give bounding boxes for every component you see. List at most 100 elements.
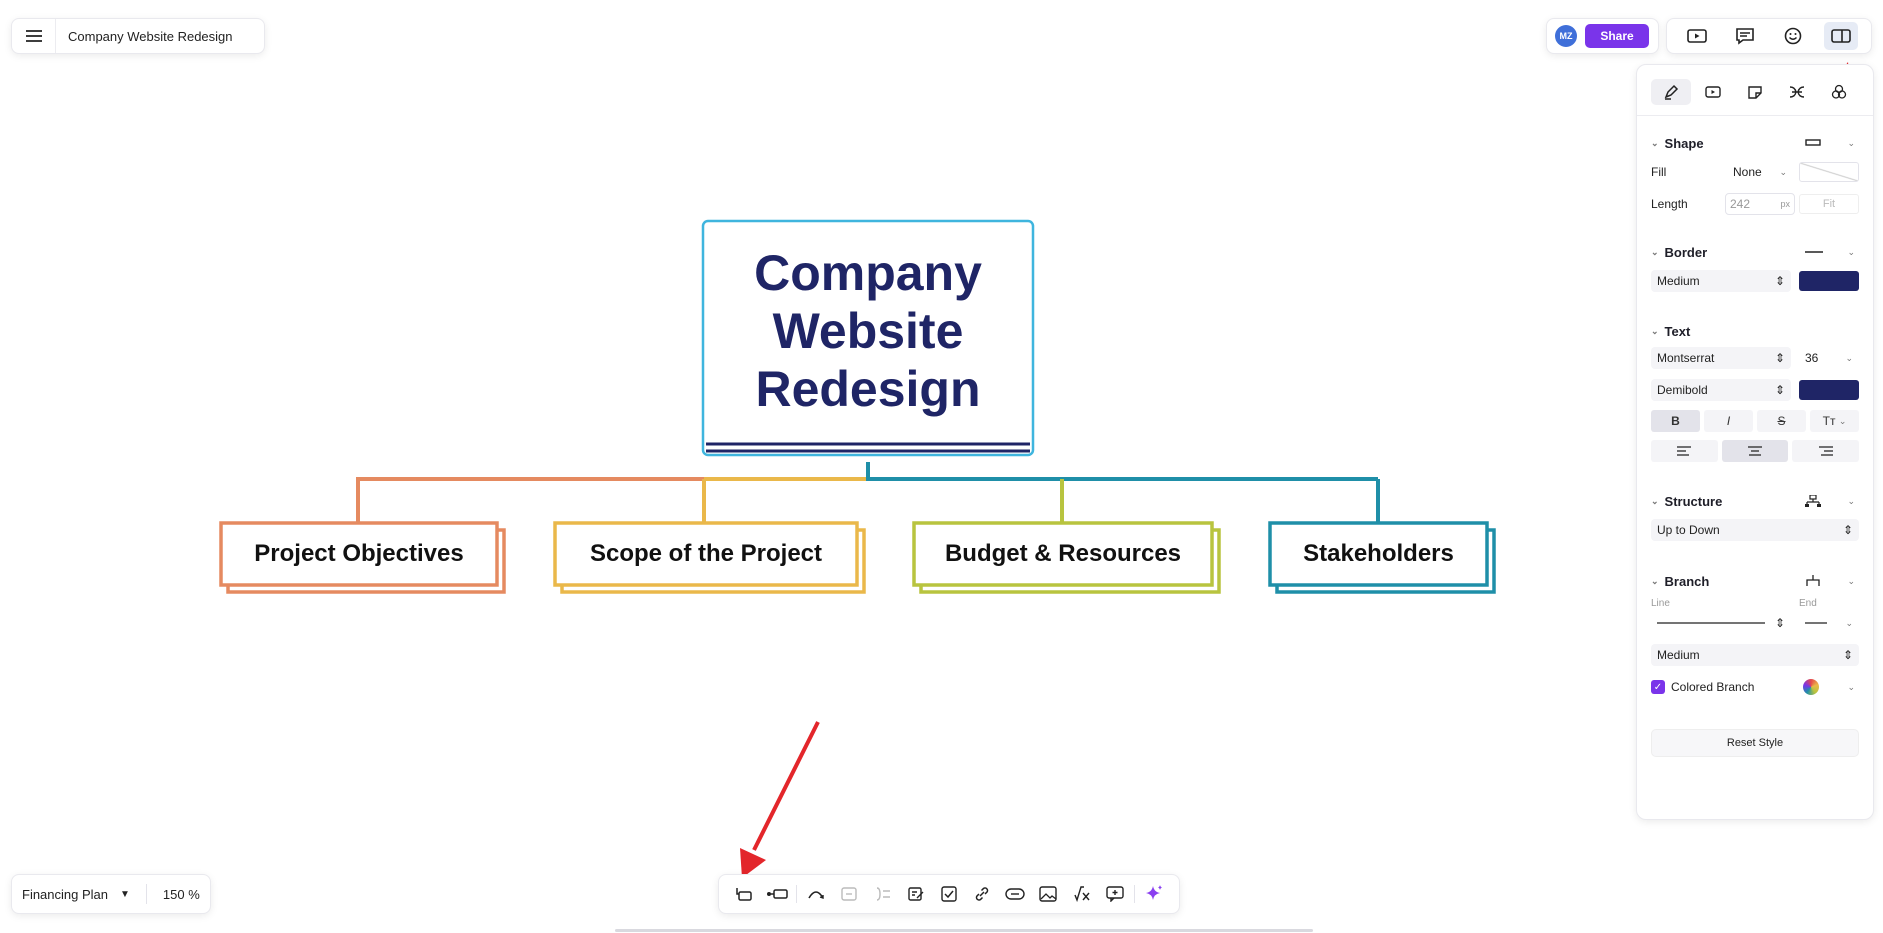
branch-icon: [1806, 575, 1820, 586]
branch-header[interactable]: ⌄Branch: [1651, 574, 1709, 589]
align-bar: [1651, 440, 1860, 462]
equation-icon: [1074, 886, 1090, 902]
task-button[interactable]: [935, 880, 963, 908]
branch-section: ⌄Branch ⌄ Line End ⇕ ⌄ Medium⇕ ✓ Colored…: [1651, 570, 1859, 699]
branch-color-select[interactable]: ⌄: [1799, 676, 1859, 698]
panel-divider: [1637, 115, 1873, 116]
bold-button[interactable]: B: [1651, 410, 1700, 432]
border-weight-select[interactable]: Medium⇕: [1651, 270, 1791, 292]
horizontal-scrollbar[interactable]: [615, 929, 1313, 932]
presentation-button[interactable]: [1680, 22, 1714, 50]
menu-button[interactable]: [12, 19, 56, 53]
structure-direction-select[interactable]: Up to Down⇕: [1651, 519, 1859, 541]
length-input[interactable]: 242 px: [1725, 193, 1795, 215]
structure-icon: [1805, 495, 1821, 507]
font-family-select[interactable]: Montserrat⇕: [1651, 347, 1791, 369]
hyperlink-icon: [975, 887, 989, 901]
strikethrough-button[interactable]: S: [1757, 410, 1806, 432]
italic-button[interactable]: I: [1704, 410, 1753, 432]
central-topic[interactable]: Company Website Redesign: [706, 238, 1030, 424]
font-size-value: 36: [1805, 351, 1819, 365]
presentation-icon: [1687, 29, 1707, 43]
line-end-icon: [1805, 622, 1827, 624]
tab-style[interactable]: [1651, 79, 1691, 105]
align-right-button[interactable]: [1792, 440, 1860, 462]
document-title[interactable]: Company Website Redesign: [68, 28, 233, 44]
chevron-down-icon: ⌄: [1847, 246, 1855, 257]
callout-button[interactable]: [1101, 880, 1129, 908]
hyperlink-button[interactable]: [968, 880, 996, 908]
length-value: 242: [1730, 197, 1751, 211]
border-header[interactable]: ⌄Border: [1651, 245, 1707, 260]
note-button[interactable]: [902, 880, 930, 908]
sheet-name[interactable]: Financing Plan: [22, 886, 108, 902]
branch-end-label: End: [1799, 598, 1817, 609]
subtopic-project-objectives[interactable]: Project Objectives: [223, 525, 495, 583]
reset-style-button[interactable]: Reset Style: [1651, 729, 1859, 757]
fill-select[interactable]: None⌄: [1727, 161, 1793, 183]
ai-button[interactable]: [1140, 880, 1168, 908]
tab-presentation[interactable]: [1693, 79, 1733, 105]
summary-icon: [841, 887, 858, 901]
emoji-button[interactable]: [1776, 22, 1810, 50]
fit-button[interactable]: Fit: [1799, 194, 1859, 214]
subtopic-stakeholders[interactable]: Stakeholders: [1272, 525, 1485, 583]
divider: [1134, 885, 1136, 903]
branch-lines: [356, 462, 1380, 522]
add-subtopic-icon: [735, 888, 752, 901]
branch-line-select[interactable]: ⇕: [1651, 612, 1791, 634]
font-weight-select[interactable]: Demibold⇕: [1651, 379, 1791, 401]
chevron-down-icon: ⌄: [1651, 246, 1659, 257]
sticker-icon: [1748, 86, 1762, 99]
font-family-value: Montserrat: [1657, 351, 1715, 365]
tab-theme[interactable]: [1819, 79, 1859, 105]
tab-sticker[interactable]: [1735, 79, 1775, 105]
branch-weight-select[interactable]: Medium⇕: [1651, 644, 1859, 666]
font-size-select[interactable]: 36⌄: [1799, 347, 1859, 369]
subtopic-scope[interactable]: Scope of the Project: [557, 525, 855, 583]
length-unit: px: [1780, 199, 1790, 209]
branch-end-select[interactable]: ⌄: [1799, 612, 1859, 634]
text-format-bar: B I S Tт ⌄: [1651, 410, 1859, 432]
text-title: Text: [1664, 323, 1691, 339]
image-button[interactable]: [1034, 880, 1062, 908]
boundary-icon: [876, 887, 890, 901]
colored-branch-checkbox[interactable]: ✓: [1651, 680, 1665, 694]
text-case-label: Tт: [1822, 414, 1836, 428]
branch-style-select[interactable]: ⌄: [1801, 570, 1859, 592]
text-case-button[interactable]: Tт ⌄: [1810, 410, 1859, 432]
comment-button[interactable]: [1728, 22, 1762, 50]
text-color-swatch[interactable]: [1799, 380, 1859, 400]
shape-type-select[interactable]: ⌄: [1801, 132, 1859, 154]
line-style-icon: [1805, 251, 1823, 253]
panel-toggle-button[interactable]: [1824, 22, 1858, 50]
subtopic-budget[interactable]: Budget & Resources: [916, 525, 1210, 583]
relationship-button[interactable]: [802, 880, 830, 908]
align-center-button[interactable]: [1721, 440, 1789, 462]
fill-label: Fill: [1651, 165, 1667, 179]
avatar[interactable]: MZ: [1555, 25, 1577, 47]
text-header[interactable]: ⌄Text: [1651, 324, 1690, 339]
border-style-select[interactable]: ⌄: [1801, 241, 1859, 263]
align-center-icon: [1748, 446, 1762, 456]
boundary-button[interactable]: [869, 880, 897, 908]
branch-weight-value: Medium: [1657, 648, 1700, 662]
structure-header[interactable]: ⌄Structure: [1651, 494, 1722, 509]
zoom-level[interactable]: 150 %: [162, 886, 200, 902]
ai-sparkle-icon: [1146, 885, 1163, 900]
font-weight-value: Demibold: [1657, 383, 1708, 397]
fill-color-swatch[interactable]: [1799, 162, 1859, 182]
share-button[interactable]: Share: [1585, 24, 1649, 48]
caret-down-icon[interactable]: ▼: [120, 888, 130, 900]
structure-type-select[interactable]: ⌄: [1801, 490, 1859, 512]
label-button[interactable]: [1001, 880, 1029, 908]
summary-button[interactable]: [835, 880, 863, 908]
tab-outline[interactable]: [1777, 79, 1817, 105]
equation-button[interactable]: [1068, 880, 1096, 908]
align-left-button[interactable]: [1651, 440, 1718, 462]
add-topic-button[interactable]: [763, 880, 791, 908]
border-color-swatch[interactable]: [1799, 271, 1859, 291]
add-subtopic-button[interactable]: [730, 880, 758, 908]
shape-header[interactable]: ⌄Shape: [1651, 136, 1704, 151]
